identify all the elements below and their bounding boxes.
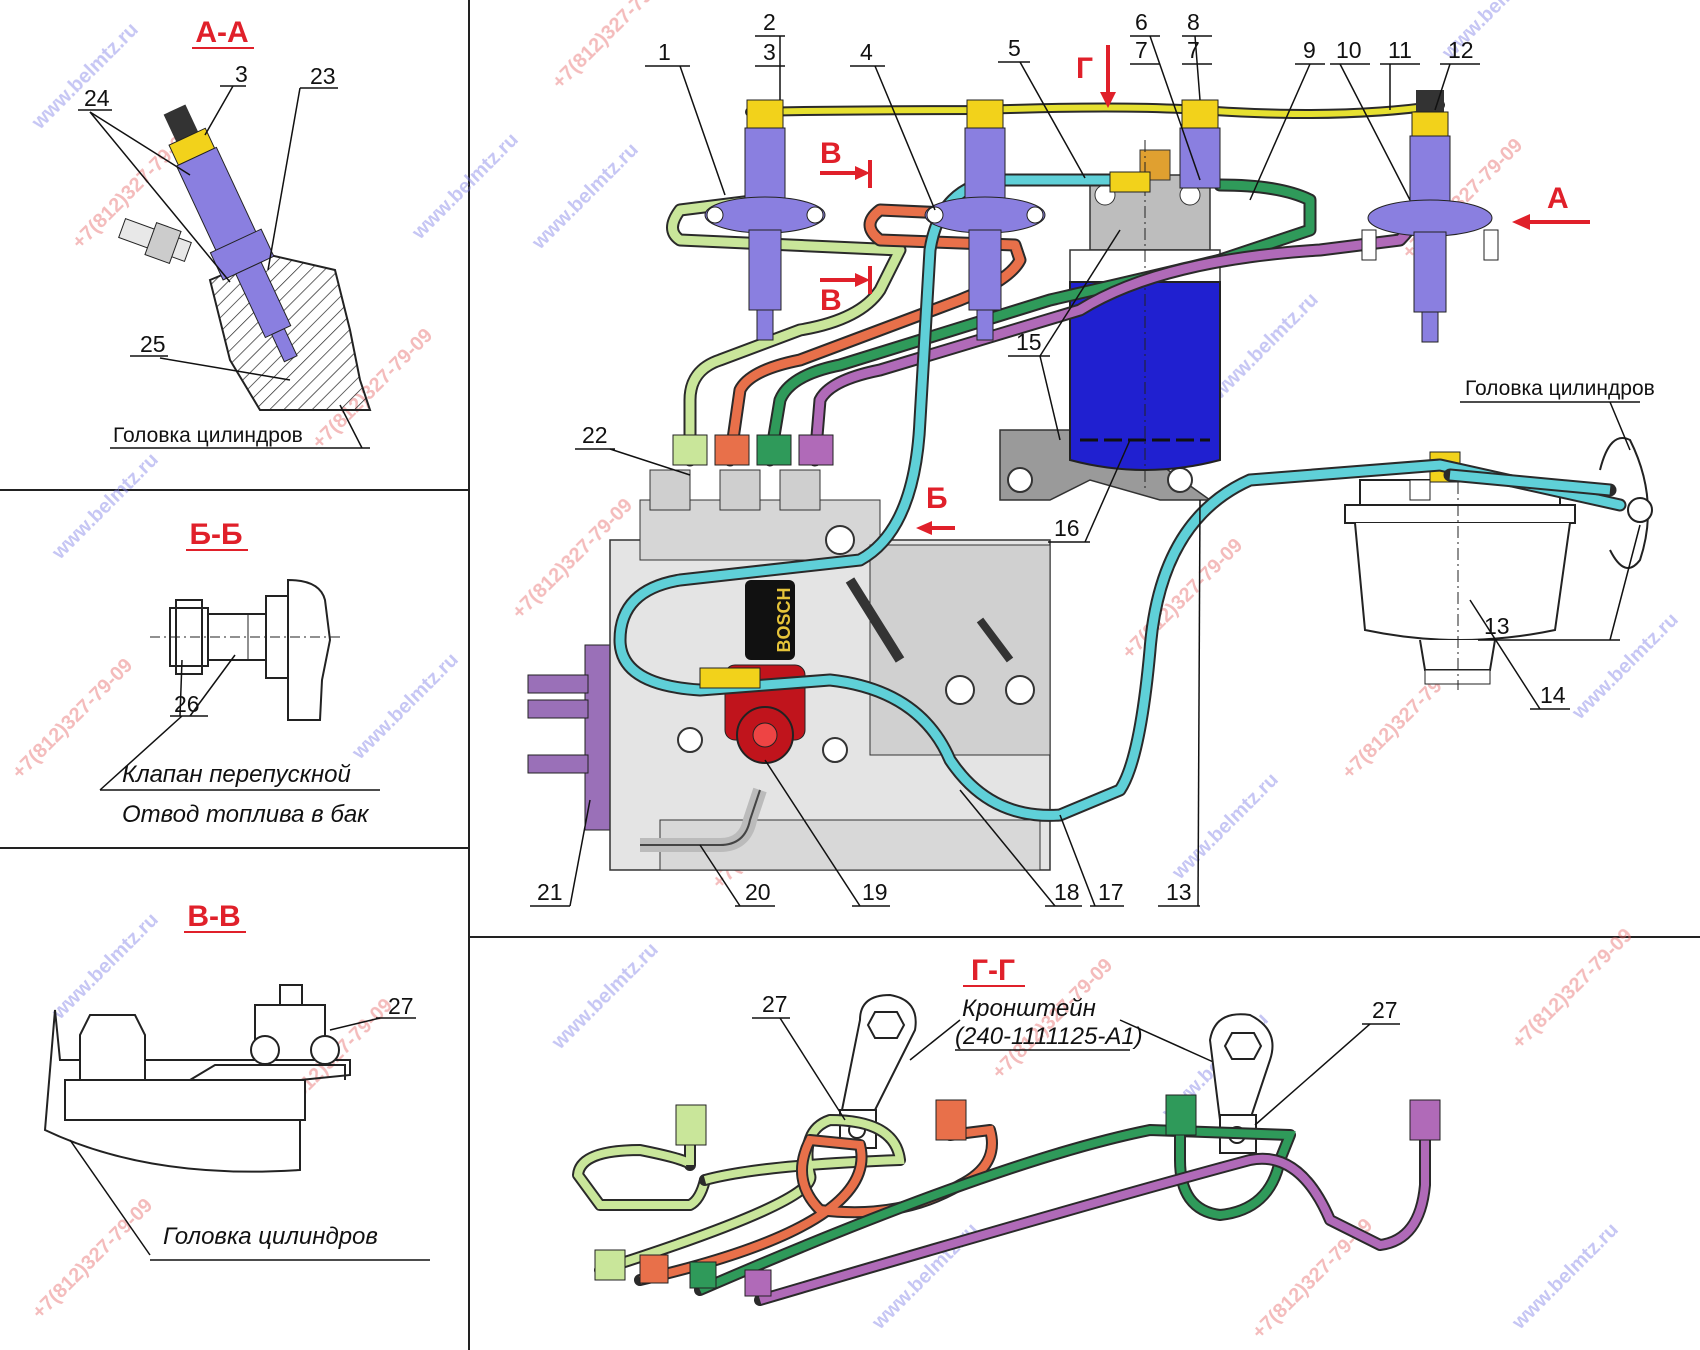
part-label-4: 4 (860, 39, 873, 65)
part-label-7a: 7 (1135, 37, 1148, 63)
part-label-12: 12 (1448, 37, 1474, 63)
direction-label-b: Б (926, 482, 948, 515)
main-view: BOSCH (527, 9, 1655, 907)
part-label-10: 10 (1336, 37, 1362, 63)
section-title-gg: Г-Г (971, 954, 1015, 987)
part-label-9: 9 (1303, 37, 1316, 63)
direction-label-a: А (1547, 182, 1569, 215)
gg-pipes (572, 1094, 1441, 1306)
section-bb: Б-Б 26 Клапан перепускной Отвод топлива … (99, 518, 380, 828)
part-label-3-main: 3 (763, 39, 776, 65)
bypass-valve (150, 578, 340, 721)
section-vv: В-В 27 Головка цилиндров (43, 900, 430, 1261)
part-label-13a: 13 (1484, 613, 1510, 639)
part-labels-main: 1 2 3 4 5 6 7 8 7 9 10 11 12 (530, 9, 1641, 907)
part-label-25: 25 (140, 331, 166, 357)
part-label-20: 20 (745, 879, 771, 905)
vv-head-note: Головка цилиндров (163, 1223, 378, 1250)
part-label-3: 3 (235, 61, 248, 87)
watermark-site: www.belmtz.ru (47, 449, 163, 565)
gg-line-lightgreen (573, 1140, 709, 1209)
injector-3 (1179, 99, 1221, 189)
part-label-19: 19 (862, 879, 888, 905)
injector-1 (704, 99, 826, 341)
watermark-site: www.belmtz.ru (547, 939, 663, 1055)
watermark-site: www.belmtz.ru (27, 19, 143, 135)
part-label-15: 15 (1016, 329, 1042, 355)
part-label-22: 22 (582, 422, 608, 448)
watermark-phone: +7(812)327-79-09 (28, 1194, 157, 1323)
watermark-site: www.belmtz.ru (347, 649, 463, 765)
watermark-site: www.belmtz.ru (1167, 769, 1283, 885)
watermark-phone: +7(812)327-79-09 (8, 654, 137, 783)
section-title-aa: А-А (195, 16, 248, 49)
watermark-site: www.belmtz.ru (527, 139, 643, 255)
part-label-26: 26 (174, 691, 200, 717)
section-gg: Г-Г Кронштейн (240-1111125-А1) (572, 954, 1441, 1306)
gg-bracket-note-1: Кронштейн (962, 995, 1096, 1022)
part-label-27b: 27 (762, 991, 788, 1017)
fuel-fitting-aa (118, 217, 192, 265)
line-lightgreen (668, 195, 905, 465)
watermark-site: www.belmtz.ru (1567, 609, 1683, 725)
clamp-on-head (43, 984, 351, 1173)
gg-bracket-note-2: (240-1111125-А1) (955, 1023, 1143, 1050)
aa-head-note: Головка цилиндров (113, 424, 303, 447)
part-label-18: 18 (1054, 879, 1080, 905)
watermark-site: www.belmtz.ru (407, 129, 523, 245)
direction-label-v1: В (820, 137, 842, 170)
section-aa: А-А 3 23 24 25 Головка цилинд (78, 16, 372, 449)
part-label-21: 21 (537, 879, 563, 905)
part-label-2: 2 (763, 9, 776, 35)
watermark-site: www.belmtz.ru (47, 909, 163, 1025)
direction-arrows: Г В В А Б (820, 45, 1590, 535)
cylinder-head-hatch (208, 253, 372, 411)
watermark-site: www.belmtz.ru (1507, 1219, 1623, 1335)
gg-line-violet (758, 1130, 1429, 1304)
line-yellow-drain (749, 102, 1441, 117)
watermark-phone: +7(812)327-79-09 (1118, 534, 1247, 663)
pump-brand-label: BOSCH (774, 587, 794, 652)
direction-label-v2: В (820, 284, 842, 317)
part-label-11: 11 (1388, 37, 1412, 63)
bb-valve-note: Клапан перепускной (122, 761, 351, 788)
gg-line-green (698, 1125, 1296, 1294)
low-pressure-lines (613, 171, 1627, 822)
part-label-24: 24 (84, 85, 110, 111)
part-label-8: 8 (1187, 9, 1200, 35)
injectors (704, 90, 1499, 343)
watermark-site: www.belmtz.ru (1207, 289, 1323, 405)
line-cyan (615, 175, 1625, 820)
section-title-bb: Б-Б (189, 518, 242, 551)
part-label-13b: 13 (1166, 879, 1192, 905)
pump-flange (584, 644, 611, 831)
part-label-5: 5 (1008, 35, 1021, 61)
part-label-23: 23 (310, 63, 336, 89)
gg-bracket-right (1208, 1013, 1274, 1154)
bb-drain-note: Отвод топлива в бак (122, 801, 370, 828)
part-label-27: 27 (388, 993, 414, 1019)
injector-4 (1361, 90, 1499, 343)
part-label-6: 6 (1135, 9, 1148, 35)
section-title-vv: В-В (187, 900, 240, 933)
filter-body (1069, 281, 1221, 471)
sediment-bowl (1344, 437, 1653, 690)
main-head-note: Головка цилиндров (1465, 377, 1655, 400)
direction-label-g: Г (1076, 52, 1093, 85)
part-label-27c: 27 (1372, 997, 1398, 1023)
gg-bracket-left (838, 993, 917, 1149)
part-label-16: 16 (1054, 515, 1080, 541)
part-label-1: 1 (658, 39, 671, 65)
part-label-17: 17 (1098, 879, 1124, 905)
pump-brand-plate (745, 580, 795, 660)
part-label-7b: 7 (1187, 37, 1200, 63)
injector-2 (924, 99, 1046, 341)
fuel-pump: BOSCH (527, 469, 1051, 871)
part-label-14: 14 (1540, 682, 1566, 708)
injector-aa (163, 104, 298, 363)
watermark-phone: +7(812)327-79-09 (1508, 924, 1637, 1053)
